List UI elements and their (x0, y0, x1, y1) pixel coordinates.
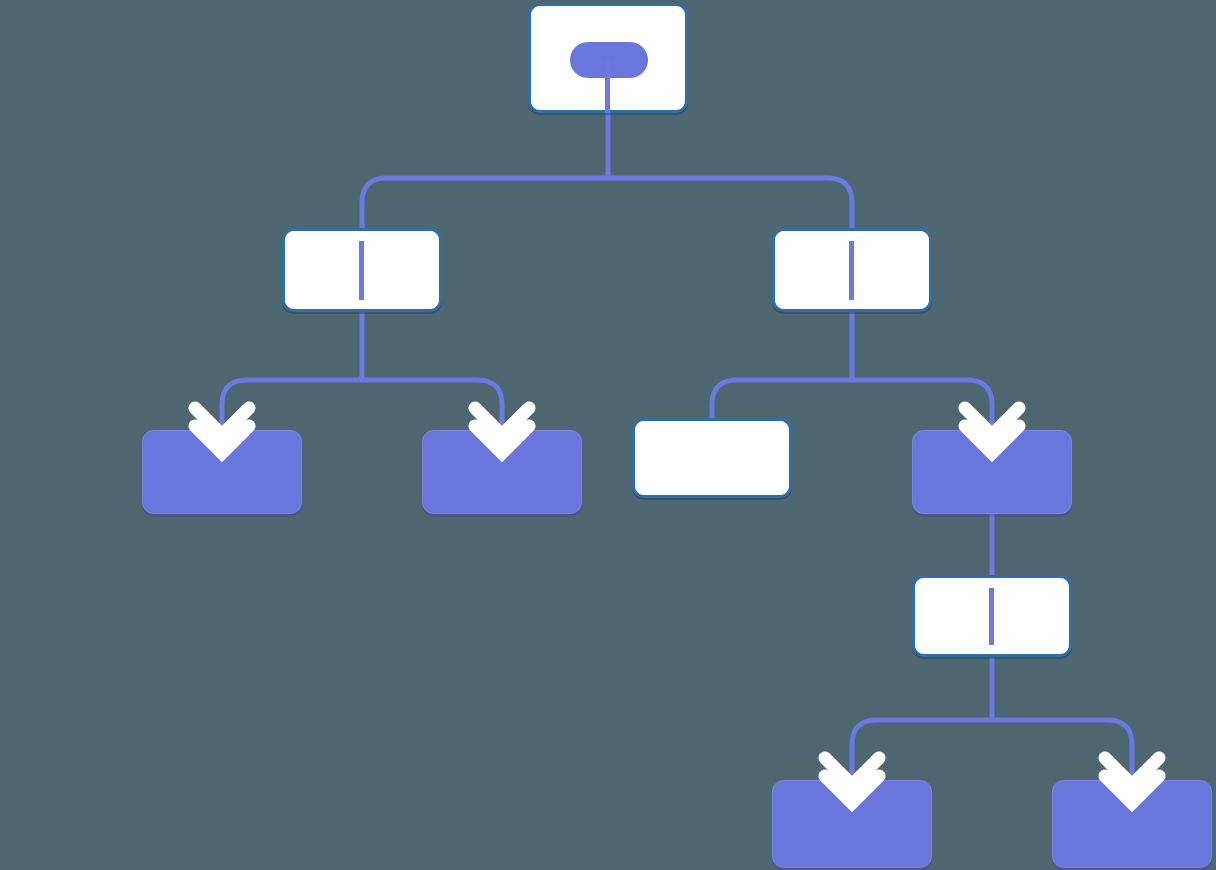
level3-node-b[interactable] (422, 430, 582, 514)
level5-left-node[interactable] (772, 780, 932, 868)
node-through-line (989, 588, 994, 645)
node-through-line (849, 241, 854, 300)
level3-node-c[interactable] (632, 418, 792, 498)
level3-node-d[interactable] (912, 430, 1072, 514)
level5-right-node[interactable] (1052, 780, 1212, 868)
root-pill-stem (605, 60, 610, 113)
level3-node-a[interactable] (142, 430, 302, 514)
node-through-line (359, 241, 364, 300)
